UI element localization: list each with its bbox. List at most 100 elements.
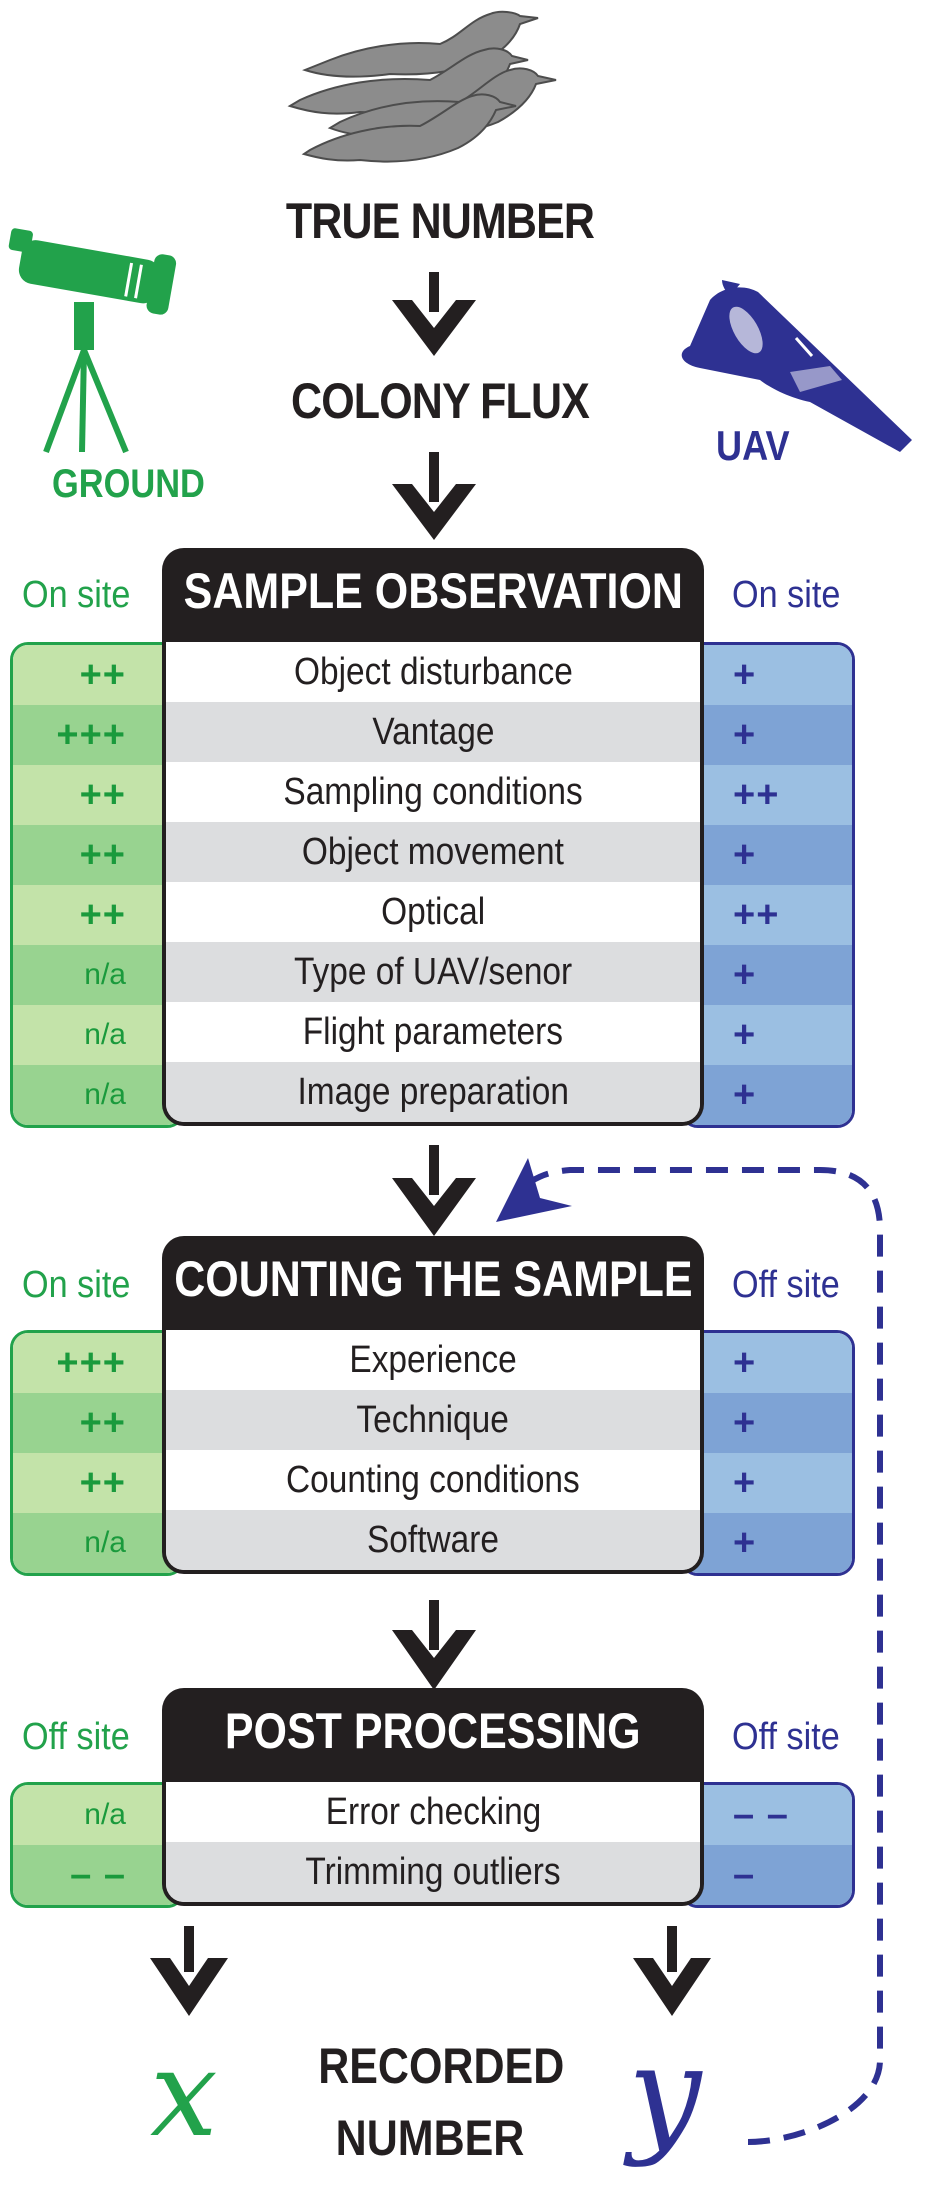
seabird-flock-icon [287,10,557,163]
stage1-uav-column: + + ++ + ++ + + + [680,642,855,1128]
fixed-wing-drone-icon [681,280,912,452]
rating-value: + [733,1521,757,1564]
recorded-line-1: RECORDED [318,2038,565,2094]
uav-rating: + [683,705,852,765]
uav-rating: + [683,1065,852,1125]
factor-label: Software [367,1518,499,1561]
rating-value: +++ [56,1341,126,1384]
feedback-loop-arrow [496,1158,883,2145]
ground-rating: ++ [13,645,182,705]
factor-label: Sampling conditions [283,770,583,813]
stage2-factor-table: Experience Technique Counting conditions… [162,1330,704,1574]
factor-label: Counting conditions [286,1458,580,1501]
rating-value: + [733,1461,757,1504]
uav-rating: + [683,825,852,885]
factor-label: Error checking [325,1790,541,1833]
rating-value: ++ [79,1401,126,1444]
ground-result-variable: x [150,2025,218,2164]
rating-value: + [733,653,757,696]
factor-label: Experience [349,1338,517,1381]
uav-rating: + [683,645,852,705]
stage2-uav-site: Off site [732,1264,840,1306]
rating-value: + [733,1013,757,1056]
uav-rating: ++ [683,765,852,825]
ground-rating: ++ [13,765,182,825]
stage1-ground-column: ++ +++ ++ ++ ++ n/a n/a n/a [10,642,185,1128]
rating-value: – – [733,1793,789,1836]
flow-arrows [150,272,711,2016]
factor-label: Technique [356,1398,510,1441]
uav-result-variable: y [628,2017,702,2169]
rating-value: + [733,833,757,876]
ground-rating: ++ [13,1393,182,1453]
rating-value: + [733,953,757,996]
ground-rating: n/a [13,1513,182,1573]
rating-value: ++ [79,653,126,696]
stage3-factor-table: Error checking Trimming outliers [162,1782,704,1906]
ground-rating: +++ [13,1333,182,1393]
rating-value: – [733,1853,756,1896]
rating-value: + [733,1401,757,1444]
factor-row: Image preparation [166,1062,700,1122]
rating-value: +++ [56,713,126,756]
uav-rating: – [683,1845,852,1905]
uav-rating: + [683,1453,852,1513]
factor-label: Vantage [371,710,495,753]
rating-value: ++ [79,833,126,876]
ground-rating: n/a [13,1785,182,1845]
stage2-ground-site: On site [22,1264,131,1306]
rating-value: ++ [79,1461,126,1504]
factor-label: Object disturbance [293,650,573,693]
rating-value: ++ [79,773,126,816]
factor-row: Object disturbance [166,642,700,702]
ground-rating: ++ [13,1453,182,1513]
factor-row: Sampling conditions [166,762,700,822]
factor-row: Object movement [166,822,700,882]
factor-row: Optical [166,882,700,942]
uav-rating: ++ [683,885,852,945]
factor-row: Vantage [166,702,700,762]
rating-value: ++ [733,893,780,936]
factor-row: Flight parameters [166,1002,700,1062]
stage3-title: POST PROCESSING [225,1703,641,1759]
ground-rating: ++ [13,885,182,945]
uav-rating: + [683,1005,852,1065]
stage1-title: SAMPLE OBSERVATION [183,563,683,619]
rating-value: + [733,713,757,756]
ground-rating: ++ [13,825,182,885]
ground-rating: n/a [13,1065,182,1125]
rating-value: + [733,1341,757,1384]
stage3-uav-site: Off site [732,1716,840,1758]
rating-value: + [733,1073,757,1116]
recorded-line-2: NUMBER [335,2110,525,2166]
stage1-ground-site: On site [22,574,131,616]
stage3-uav-column: – – – [680,1782,855,1908]
stage3-header: POST PROCESSING [162,1688,704,1782]
uav-rating: + [683,1513,852,1573]
ground-rating: +++ [13,705,182,765]
stage3-ground-site: Off site [22,1716,130,1758]
ground-rating: n/a [13,1005,182,1065]
rating-value: ++ [733,773,780,816]
uav-rating: + [683,1333,852,1393]
stage2-ground-column: +++ ++ ++ n/a [10,1330,185,1576]
factor-row: Trimming outliers [166,1842,700,1902]
stage2-uav-column: + + + + [680,1330,855,1576]
rating-value: n/a [84,1078,126,1111]
rating-value: – – [70,1853,126,1896]
colony-flux-label: COLONY FLUX [291,373,590,429]
factor-label: Optical [380,890,486,933]
uav-label: UAV [716,422,790,469]
factor-row: Software [166,1510,700,1570]
rating-value: n/a [84,1526,126,1559]
factor-row: Experience [166,1330,700,1390]
uav-rating: – – [683,1785,852,1845]
ground-label: GROUND [52,462,205,506]
stage1-uav-site: On site [732,574,841,616]
stage1-factor-table: Object disturbance Vantage Sampling cond… [162,642,704,1126]
factor-row: Technique [166,1390,700,1450]
factor-row: Counting conditions [166,1450,700,1510]
factor-label: Flight parameters [302,1010,564,1053]
true-number-label: TRUE NUMBER [285,193,595,249]
